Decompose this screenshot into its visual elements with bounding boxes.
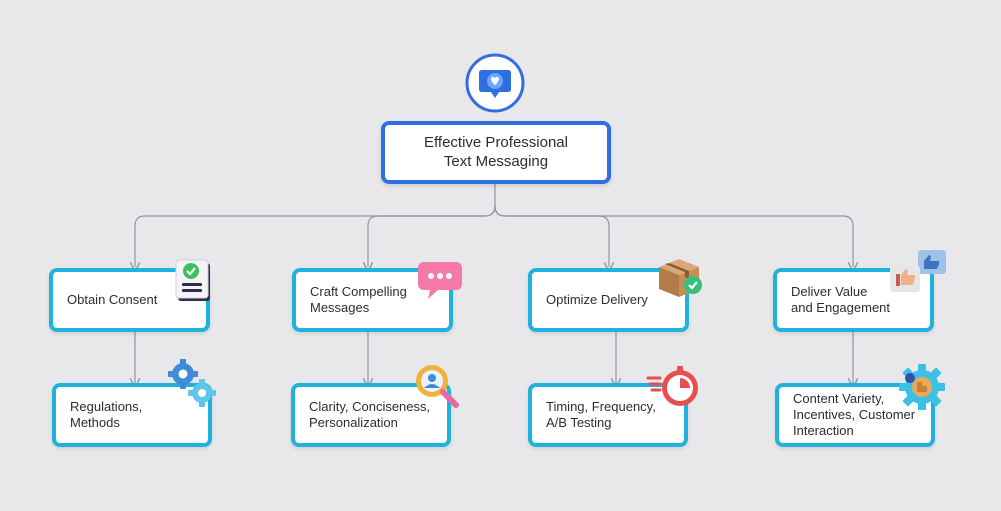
leaf-label-4: Content Variety, Incentives, Customer In… <box>793 390 916 439</box>
root-node: Effective Professional Text Messaging <box>381 121 611 184</box>
gear-puzzle-icon <box>899 364 945 410</box>
connector-root-branch-3 <box>494 205 609 267</box>
stopwatch-icon <box>646 366 698 406</box>
branch-label-1: Obtain Consent <box>67 291 158 307</box>
branch-label-4: Deliver Value and Engagement <box>791 283 891 315</box>
connector-root-branch-2 <box>368 205 496 267</box>
document-check-icon <box>175 259 210 301</box>
package-check-icon <box>659 259 702 297</box>
connector-root-branch-4 <box>494 205 853 267</box>
leaf-label-2: Clarity, Conciseness, Personalization <box>309 398 431 430</box>
gears-icon <box>168 359 216 407</box>
leaf-node-regulations: Regulations, Methods <box>52 383 212 447</box>
branch-label-2: Craft Compelling Messages <box>310 283 407 315</box>
connector-root-trunk <box>135 184 496 267</box>
thumbs-up-icon <box>890 250 946 292</box>
root-label: Effective Professional Text Messaging <box>424 133 568 170</box>
magnifier-person-icon <box>416 365 459 408</box>
leaf-node-timing: Timing, Frequency, A/B Testing <box>528 383 688 447</box>
chat-bubble-icon <box>418 262 462 299</box>
leaf-label-3: Timing, Frequency, A/B Testing <box>546 398 656 430</box>
branch-node-optimize-delivery: Optimize Delivery <box>528 268 689 332</box>
leaf-label-1: Regulations, Methods <box>70 398 143 430</box>
heart-chat-icon <box>465 53 525 113</box>
branch-label-3: Optimize Delivery <box>546 291 648 307</box>
branch-node-craft-messages: Craft Compelling Messages <box>292 268 453 332</box>
